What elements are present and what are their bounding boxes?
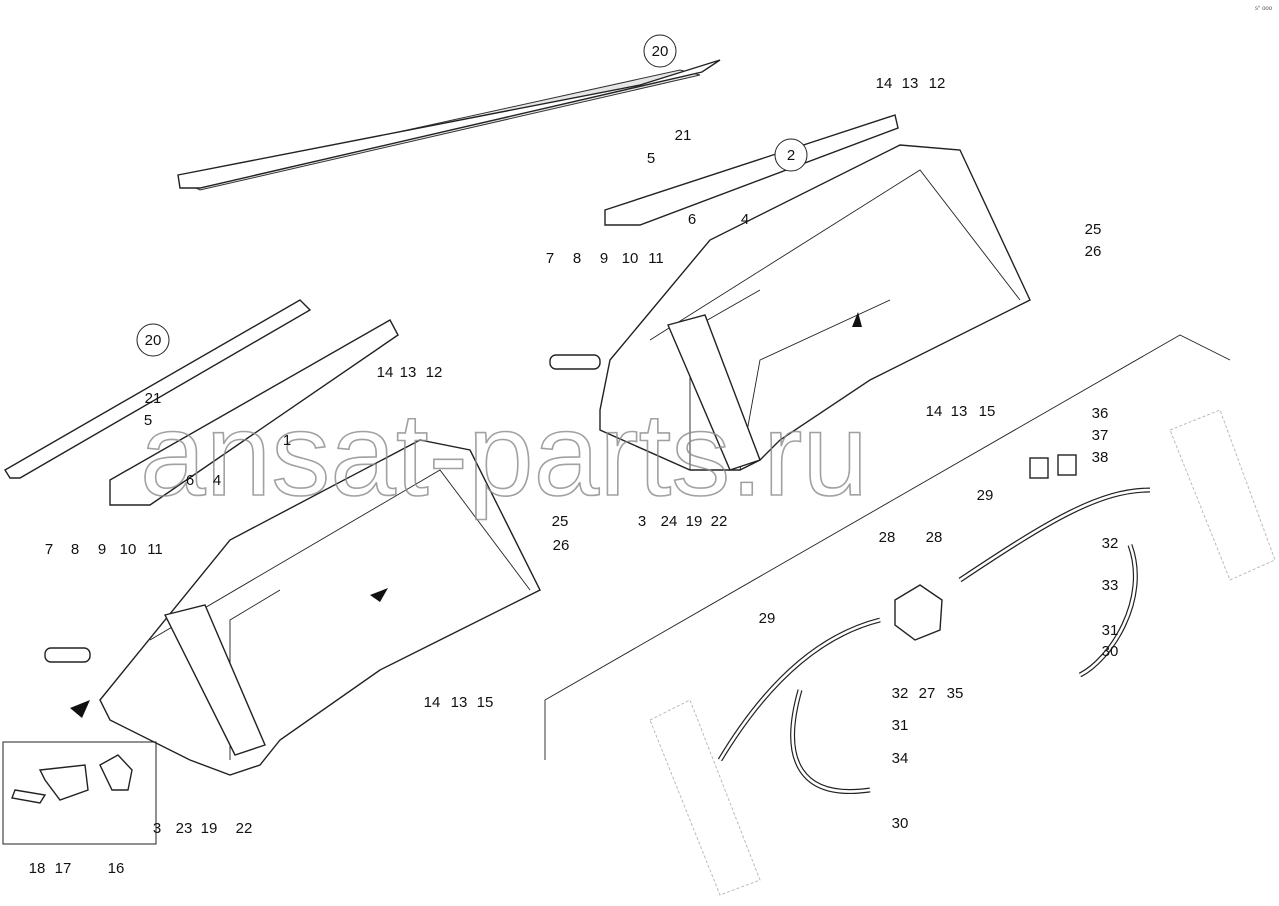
- callout-label: 31: [1102, 622, 1119, 639]
- callout-label: 38: [1092, 449, 1109, 466]
- callout-label: 32: [1102, 535, 1119, 552]
- callout-label: 3: [638, 513, 646, 530]
- callout-label: 7: [45, 541, 53, 558]
- blade-4-left: [109, 319, 399, 506]
- callout-label: 30: [892, 815, 909, 832]
- pin-7-top: [549, 354, 601, 370]
- callout-label: 8: [573, 250, 581, 267]
- callout-label: 33: [1102, 577, 1119, 594]
- callout-label: 21: [145, 390, 162, 407]
- callout-label: 26: [1085, 243, 1102, 260]
- tooth-kit-box: [2, 741, 157, 845]
- hydraulic-kit: [544, 334, 1276, 896]
- callout-label: 25: [552, 513, 569, 530]
- callout-label: 13: [902, 75, 919, 92]
- callout-label: 6: [186, 472, 194, 489]
- arrow-icon: [70, 700, 90, 718]
- callout-label: 11: [147, 541, 163, 558]
- callout-label: 6: [688, 211, 696, 228]
- callout-label: 23: [176, 820, 193, 837]
- callout-label: 8: [71, 541, 79, 558]
- callout-label: 31: [892, 717, 909, 734]
- callout-label: 3: [153, 820, 161, 837]
- callout-label: 34: [892, 750, 909, 767]
- callout-label: 22: [711, 513, 728, 530]
- adapter-16: [99, 754, 133, 791]
- callout-label: 24: [661, 513, 678, 530]
- callout-label: 11: [648, 250, 664, 267]
- callout-label: 20: [145, 332, 162, 349]
- callout-label: 26: [553, 537, 570, 554]
- bucket-2-assembly: [177, 59, 1031, 471]
- callout-label: 12: [929, 75, 946, 92]
- cutting-edge-20-top: [177, 59, 721, 189]
- callout-circle: [774, 138, 808, 172]
- callout-label: 21: [675, 127, 692, 144]
- callout-label: 14: [424, 694, 441, 711]
- tooth-pin-18: [11, 789, 47, 804]
- pin-7-left: [44, 647, 91, 663]
- callout-label: 4: [741, 211, 749, 228]
- callout-label: 14: [926, 403, 943, 420]
- callout-label: 36: [1092, 405, 1109, 422]
- arrow-icon: [852, 312, 862, 327]
- callout-label: 25: [1085, 221, 1102, 238]
- clamp-36: [1029, 457, 1049, 479]
- callout-label: 7: [546, 250, 554, 267]
- callout-label: 17: [55, 860, 72, 877]
- callout-label: 5: [647, 150, 655, 167]
- watermark: ansat-parts.ru: [140, 389, 868, 521]
- callout-label: 19: [201, 820, 218, 837]
- blade-4-top: [604, 114, 899, 226]
- tooth-17: [38, 764, 89, 801]
- callout-label: 29: [977, 487, 994, 504]
- callout-label: 30: [1102, 643, 1119, 660]
- callout-label: 14: [876, 75, 893, 92]
- callout-label: 27: [919, 685, 936, 702]
- corner-code: s° ooo: [1255, 6, 1273, 12]
- callout-label: 10: [120, 541, 137, 558]
- callout-circle: [136, 323, 170, 357]
- callout-label: 14: [377, 364, 394, 381]
- side-plate-left: [163, 604, 266, 756]
- callout-label: 5: [144, 412, 152, 429]
- cutting-edge-20-left: [4, 299, 312, 479]
- callout-label: 37: [1092, 427, 1109, 444]
- callout-label: 13: [951, 403, 968, 420]
- callout-label: 29: [759, 610, 776, 627]
- callout-label: 28: [879, 529, 896, 546]
- clamp-37: [1057, 454, 1077, 476]
- callout-label: 18: [29, 860, 46, 877]
- arrow-icon: [370, 588, 388, 602]
- callout-label: 28: [926, 529, 943, 546]
- callout-label: 4: [213, 472, 221, 489]
- callout-label: 12: [426, 364, 443, 381]
- bucket-1-assembly: [2, 299, 862, 845]
- callout-label: 2: [787, 147, 795, 164]
- callout-label: 9: [98, 541, 106, 558]
- callout-label: 22: [236, 820, 253, 837]
- callout-label: 16: [108, 860, 125, 877]
- callout-label: 10: [622, 250, 639, 267]
- callout-label: 9: [600, 250, 608, 267]
- callout-label: 13: [451, 694, 468, 711]
- callout-label: 1: [283, 432, 291, 449]
- callout-label: 13: [400, 364, 417, 381]
- side-plate: [667, 314, 761, 471]
- callout-label: 19: [686, 513, 703, 530]
- callout-circle: [643, 34, 677, 68]
- callout-label: 15: [979, 403, 996, 420]
- callout-label: 20: [652, 43, 669, 60]
- callout-label: 32: [892, 685, 909, 702]
- callout-label: 15: [477, 694, 494, 711]
- valve-block-27: [894, 584, 943, 641]
- callout-label: 35: [947, 685, 964, 702]
